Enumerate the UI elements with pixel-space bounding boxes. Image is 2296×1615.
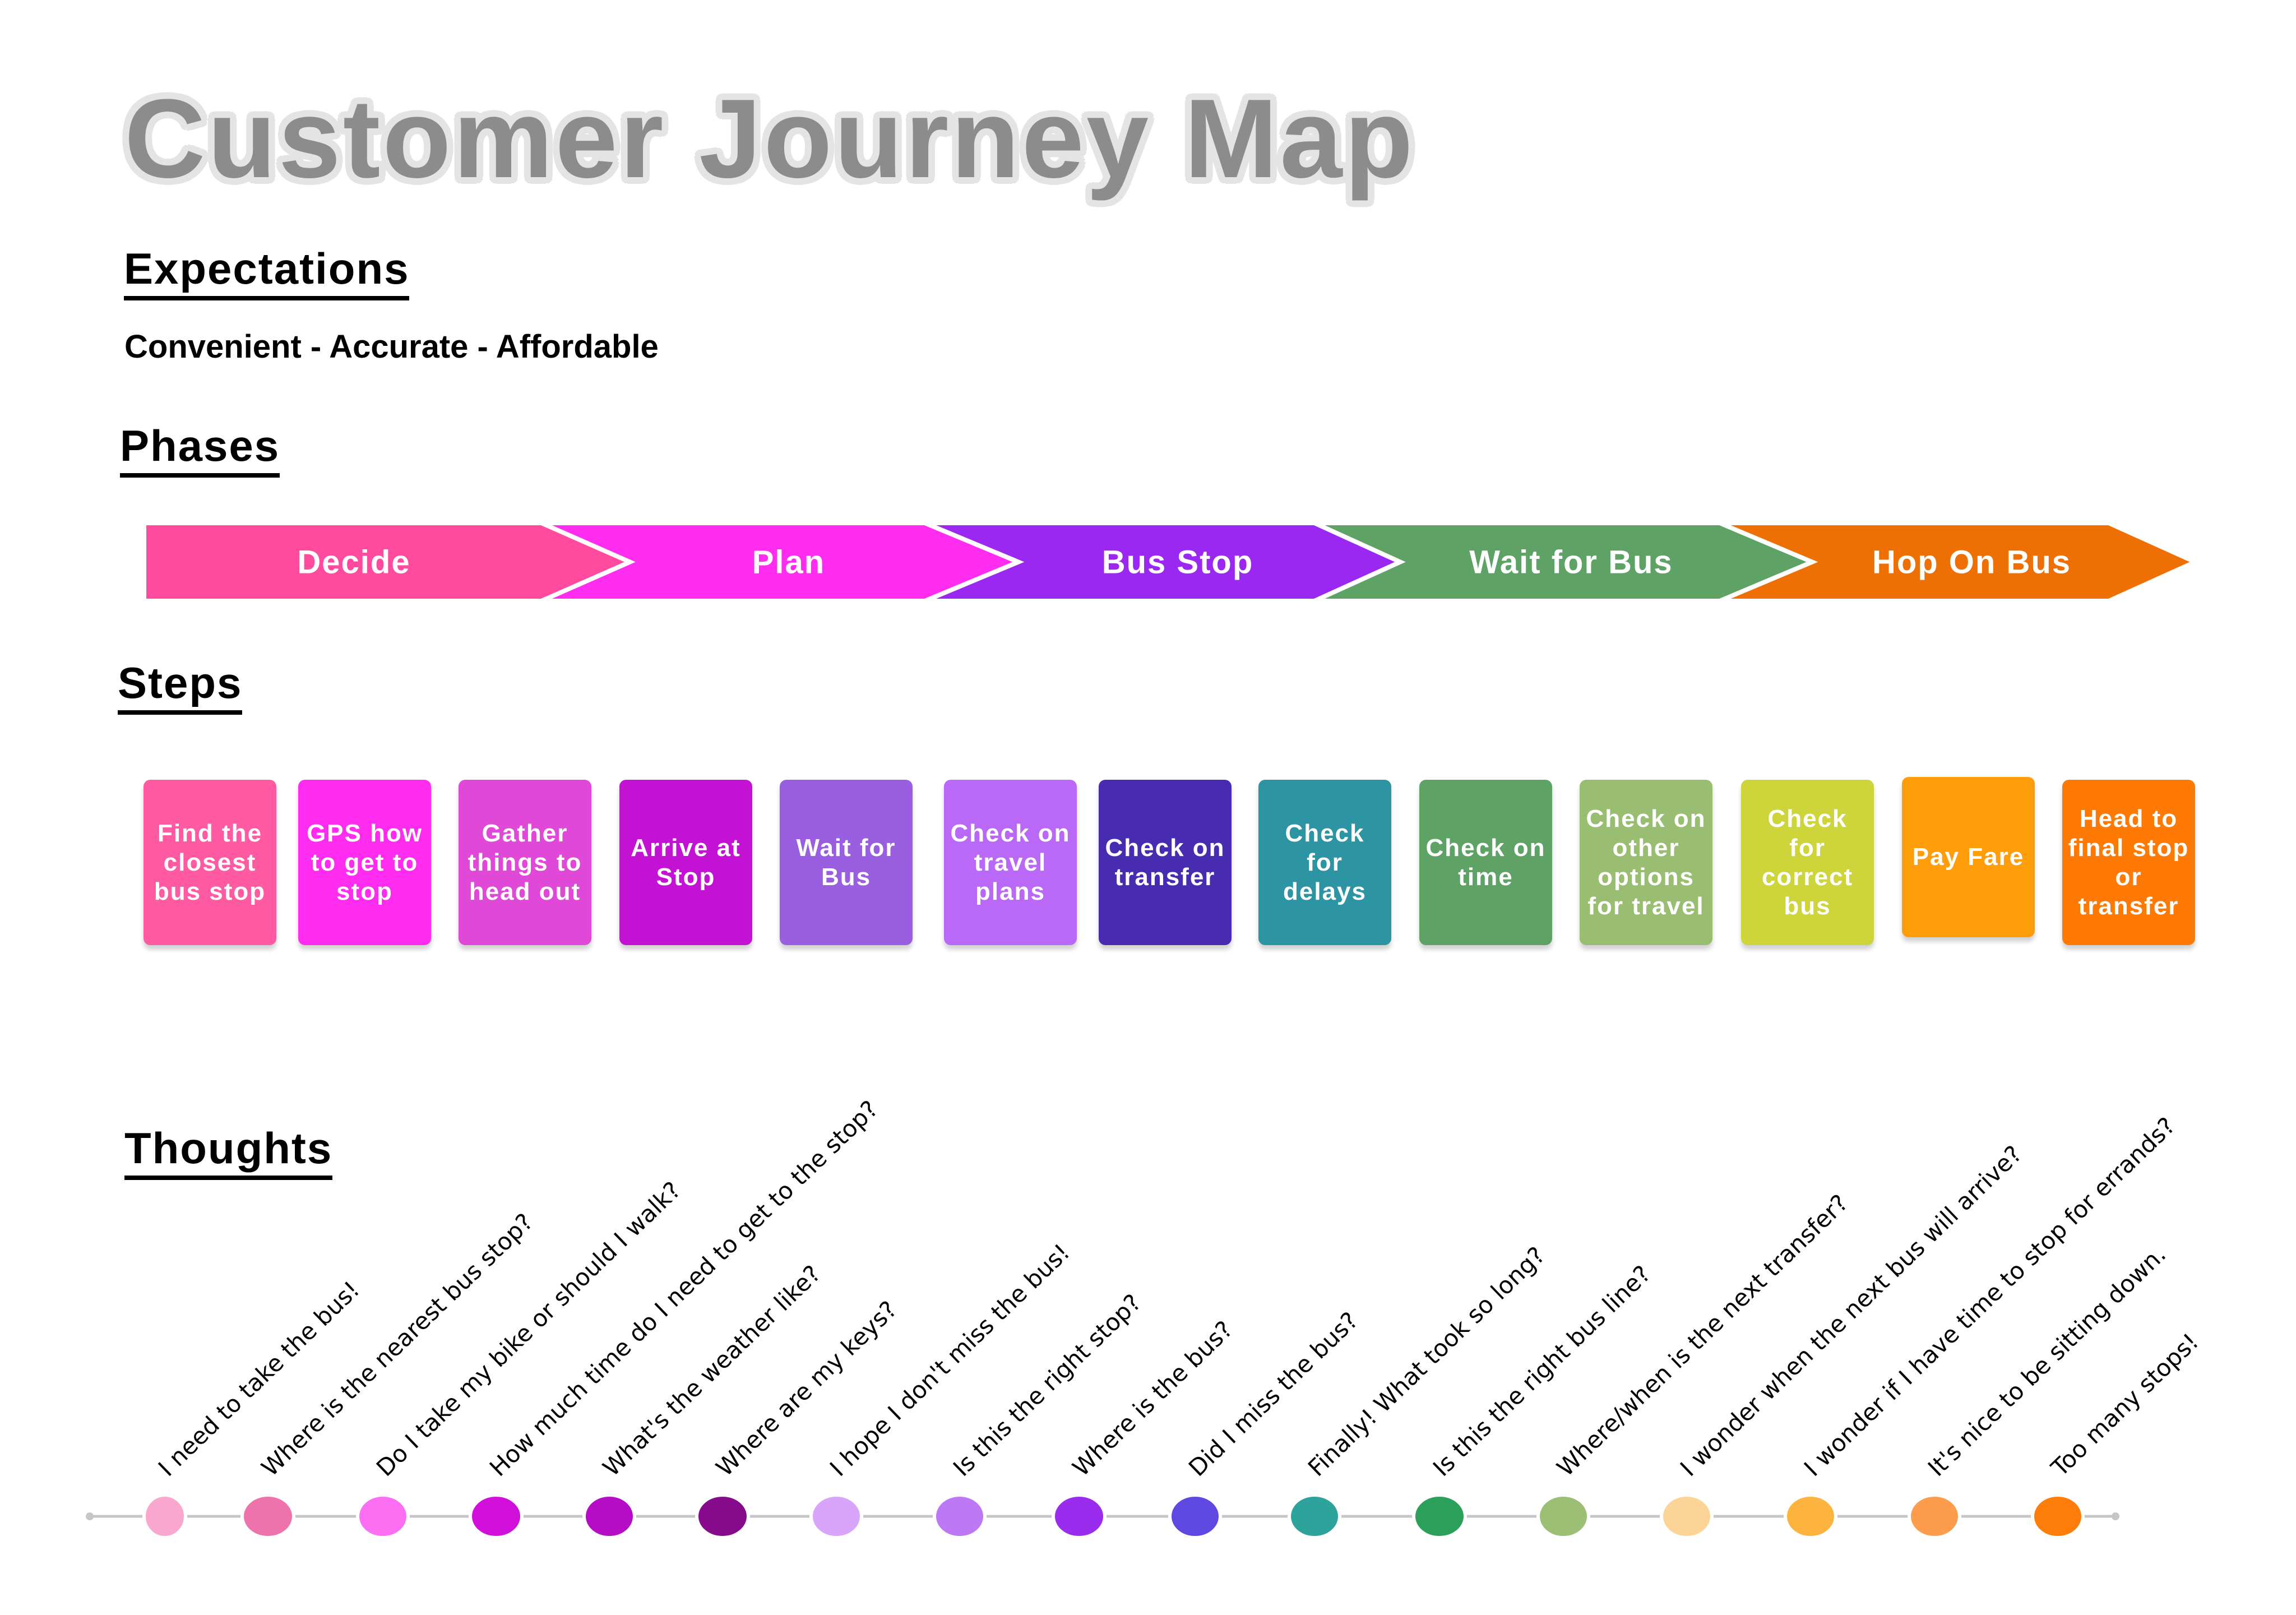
step-label: Find the closest bus stop — [154, 819, 266, 905]
step-card-find-the-closest-bus-stop: Find the closest bus stop — [144, 780, 276, 945]
thought-text: Finally! What took so long? — [1303, 1241, 1550, 1482]
step-label: Check on time — [1425, 834, 1546, 891]
phase-label: Wait for Bus — [1469, 544, 1673, 581]
thought-dot — [582, 1493, 636, 1539]
thought-dot — [809, 1493, 863, 1539]
thought-text: I hope I don't miss the bus! — [825, 1238, 1075, 1482]
step-card-check-for-correct-bus: Check for correct bus — [1741, 780, 1874, 945]
phase-chevron — [1719, 521, 2201, 603]
phases-arrow-bar: Decide Plan Bus Stop Wait for Bus Hop On Bus — [142, 521, 2201, 603]
thought-dot — [695, 1493, 750, 1539]
steps-heading: Steps — [118, 661, 243, 715]
step-card-gps-how-to-get-to-stop: GPS how to get to stop — [298, 780, 431, 945]
thought-dot — [1288, 1493, 1341, 1539]
step-card-check-on-transfer: Check on transfer — [1099, 780, 1232, 945]
thought-dot — [1536, 1493, 1590, 1539]
step-label: Check for delays — [1283, 819, 1367, 905]
page-title: Customer Journey Map — [124, 76, 1415, 201]
timeline-end-cap — [2112, 1512, 2119, 1520]
thought-text: How much time do I need to get to the st… — [484, 1095, 883, 1482]
step-label: GPS how to get to stop — [306, 819, 423, 905]
thought-text: What's the weather like? — [598, 1260, 826, 1482]
step-label: Check for correct bus — [1761, 804, 1854, 920]
step-label: Gather things to head out — [467, 819, 582, 905]
thought-dot — [1908, 1493, 1961, 1539]
phase-wait-for-bus: Wait for Bus — [1313, 521, 1818, 603]
step-card-check-for-delays: Check for delays — [1258, 780, 1391, 945]
thought-text: I need to take the bus! — [153, 1276, 365, 1482]
step-label: Check on transfer — [1105, 834, 1225, 891]
thought-text: Is this the right bus line? — [1428, 1260, 1656, 1482]
step-card-check-on-other-options-for-travel: Check on other options for travel — [1580, 780, 1712, 945]
timeline-start-cap — [86, 1512, 94, 1520]
thought-dot — [1052, 1493, 1107, 1539]
thought-dot — [356, 1493, 410, 1539]
thought-text: It's nice to be sitting down. — [1923, 1241, 2171, 1482]
thought-dot — [1412, 1493, 1467, 1539]
thoughts-heading: Thoughts — [124, 1126, 333, 1180]
step-label: Pay Fare — [1912, 843, 2025, 871]
phase-label: Hop On Bus — [1872, 544, 2071, 581]
step-label: Wait for Bus — [796, 834, 896, 891]
step-label: Arrive at Stop — [631, 834, 741, 891]
thought-dot — [1784, 1493, 1837, 1539]
expectations-heading: Expectations — [124, 247, 410, 300]
phase-hop-on-bus: Hop On Bus — [1719, 521, 2201, 603]
step-label: Head to final stop or transfer — [2068, 804, 2189, 920]
thought-dot — [2031, 1493, 2085, 1539]
expectations-text: Convenient - Accurate - Affordable — [124, 328, 659, 365]
thought-dot — [933, 1493, 987, 1539]
thought-dot — [142, 1493, 187, 1539]
phase-label: Decide — [297, 544, 410, 581]
step-card-wait-for-bus: Wait for Bus — [780, 780, 913, 945]
step-card-arrive-at-stop: Arrive at Stop — [619, 780, 752, 945]
step-label: Check on travel plans — [950, 819, 1071, 905]
thought-text: Where are my keys? — [711, 1295, 902, 1482]
step-card-pay-fare: Pay Fare — [1902, 777, 2035, 937]
thought-dot — [1168, 1493, 1222, 1539]
step-card-check-on-travel-plans: Check on travel plans — [944, 780, 1077, 945]
phase-label: Plan — [752, 544, 826, 581]
step-card-gather-things-to-head-out: Gather things to head out — [459, 780, 591, 945]
thought-dot — [469, 1493, 524, 1539]
step-card-check-on-time: Check on time — [1419, 780, 1552, 945]
thought-dot — [240, 1493, 295, 1539]
step-label: Check on other options for travel — [1586, 804, 1706, 920]
phase-label: Bus Stop — [1102, 544, 1254, 581]
step-card-head-to-final-stop-or-transfer: Head to final stop or transfer — [2062, 780, 2195, 945]
phases-heading: Phases — [120, 424, 280, 478]
thought-dot — [1660, 1493, 1714, 1539]
